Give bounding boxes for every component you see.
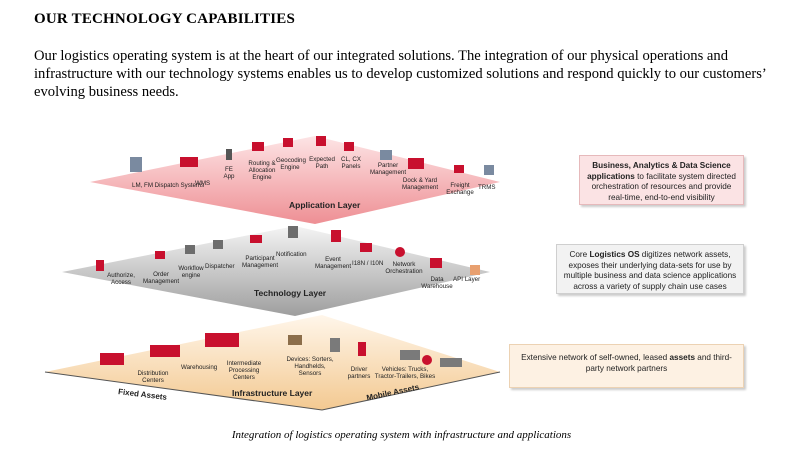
infra-item-ipc: Intermediate Processing Centers [226, 360, 262, 381]
infra-item-vehicles: Vehicles: Trucks, Tractor-Trailers, Bike… [374, 366, 436, 380]
technology-callout-rest: digitizes network assets, exposes their … [563, 250, 737, 291]
app-item-routing: Routing & Allocation Engine [248, 160, 276, 181]
infrastructure-layer-title: Infrastructure Layer [232, 388, 313, 398]
tech-item-network: Network Orchestration [385, 261, 423, 275]
dc-icon [100, 353, 124, 365]
application-icons [130, 136, 494, 175]
warehouse-icon [180, 157, 198, 167]
tech-item-event: Event Management [314, 256, 352, 270]
infra-item-warehousing: Warehousing [181, 364, 218, 371]
infrastructure-callout-pre: Extensive network of self-owned, leased [521, 353, 670, 362]
trailer-icon [440, 358, 462, 367]
app-item-dispatch: LM, FM Dispatch Systems [132, 182, 205, 189]
warehousing-icon [150, 345, 180, 357]
authorize-icon [96, 260, 104, 271]
dock-icon [408, 158, 424, 169]
panels-icon [344, 142, 354, 151]
app-item-freight: Freight Exchange [446, 182, 474, 196]
network-icon [395, 247, 405, 257]
participant-icon [250, 235, 262, 243]
technology-callout: Core Logistics OS digitizes network asse… [556, 244, 744, 294]
tech-item-order: Order Management [142, 271, 180, 285]
app-item-partner: Partner Management [369, 162, 407, 176]
fixed-assets-edge [44, 371, 323, 411]
api-icon [470, 265, 480, 275]
tech-item-i18n: I18N / I10N [352, 260, 384, 267]
technology-callout-bold: Logistics OS [589, 250, 640, 259]
section-heading: OUR TECHNOLOGY CAPABILITIES [34, 11, 296, 27]
layers-graphic [44, 136, 501, 411]
app-item-geocoding: Geocoding Engine [276, 157, 306, 171]
path-icon [316, 136, 326, 146]
technology-icons [96, 226, 480, 275]
i18n-icon [360, 243, 372, 252]
app-item-fe-app: FE App [223, 166, 235, 180]
tech-item-authorize: Authorize, Access [107, 272, 135, 286]
technology-layer-title: Technology Layer [254, 288, 327, 298]
infra-item-driver: Driver partners [347, 366, 371, 380]
infrastructure-layer-plane [45, 315, 500, 410]
figure-caption: Integration of logistics operating syste… [231, 429, 572, 441]
layers-diagram: LM, FM Dispatch Systems WMS FE App Routi… [0, 120, 803, 430]
infra-item-devices: Devices: Sorters, Handhelds, Sensors [286, 356, 334, 377]
trms-icon [484, 165, 494, 175]
mobile-assets-edge [321, 371, 501, 411]
infrastructure-callout: Extensive network of self-owned, leased … [509, 344, 744, 388]
tech-item-participant: Participant Management [241, 255, 279, 269]
app-item-panels: CL, CX Panels [341, 156, 361, 170]
ipc-icon [205, 333, 239, 347]
infrastructure-callout-bold: assets [669, 353, 696, 362]
dispatcher-icon [213, 240, 223, 249]
application-layer-title: Application Layer [289, 200, 361, 210]
handheld-icon [330, 338, 340, 352]
infrastructure-icons [100, 333, 462, 367]
event-icon [331, 230, 341, 242]
technology-callout-pre: Core [569, 250, 590, 259]
geocode-icon [283, 138, 293, 147]
tech-item-dispatcher: Dispatcher [205, 263, 235, 270]
freight-icon [454, 165, 464, 173]
tech-item-notification: Notification [276, 251, 307, 258]
tech-item-api: API Layer [453, 276, 481, 283]
notification-icon [288, 226, 298, 238]
partner-icon [380, 150, 392, 160]
building-icon [130, 157, 142, 172]
app-item-dock-yard: Dock & Yard Management [401, 177, 439, 191]
warehouse-data-icon [430, 258, 442, 268]
application-layer-plane [90, 136, 500, 224]
tech-item-workflow: Workflow engine [178, 265, 204, 279]
intro-paragraph: Our logistics operating system is at the… [34, 48, 766, 100]
routing-icon [252, 142, 264, 151]
tech-item-data-warehouse: Data Warehouse [421, 276, 453, 290]
technology-layer-plane [62, 226, 490, 316]
infrastructure-callout-rest: and third-party network partners [585, 353, 732, 373]
phone-icon [226, 149, 232, 160]
application-callout-rest: to facilitate system directed orchestrat… [591, 171, 736, 202]
order-icon [155, 251, 165, 259]
infra-item-dc: Distribution Centers [137, 370, 169, 384]
driver-icon [358, 342, 366, 356]
app-item-expected-path: Expected Path [309, 156, 335, 170]
truck-icon [400, 350, 420, 360]
workflow-icon [185, 245, 195, 254]
bike-icon [422, 355, 432, 365]
application-callout-bold: Business, Analytics & Data Science appli… [587, 161, 731, 181]
device-icon [288, 335, 302, 345]
app-item-wms: WMS [195, 180, 211, 187]
application-callout: Business, Analytics & Data Science appli… [579, 155, 744, 205]
app-item-trms: TRMS [478, 184, 496, 191]
